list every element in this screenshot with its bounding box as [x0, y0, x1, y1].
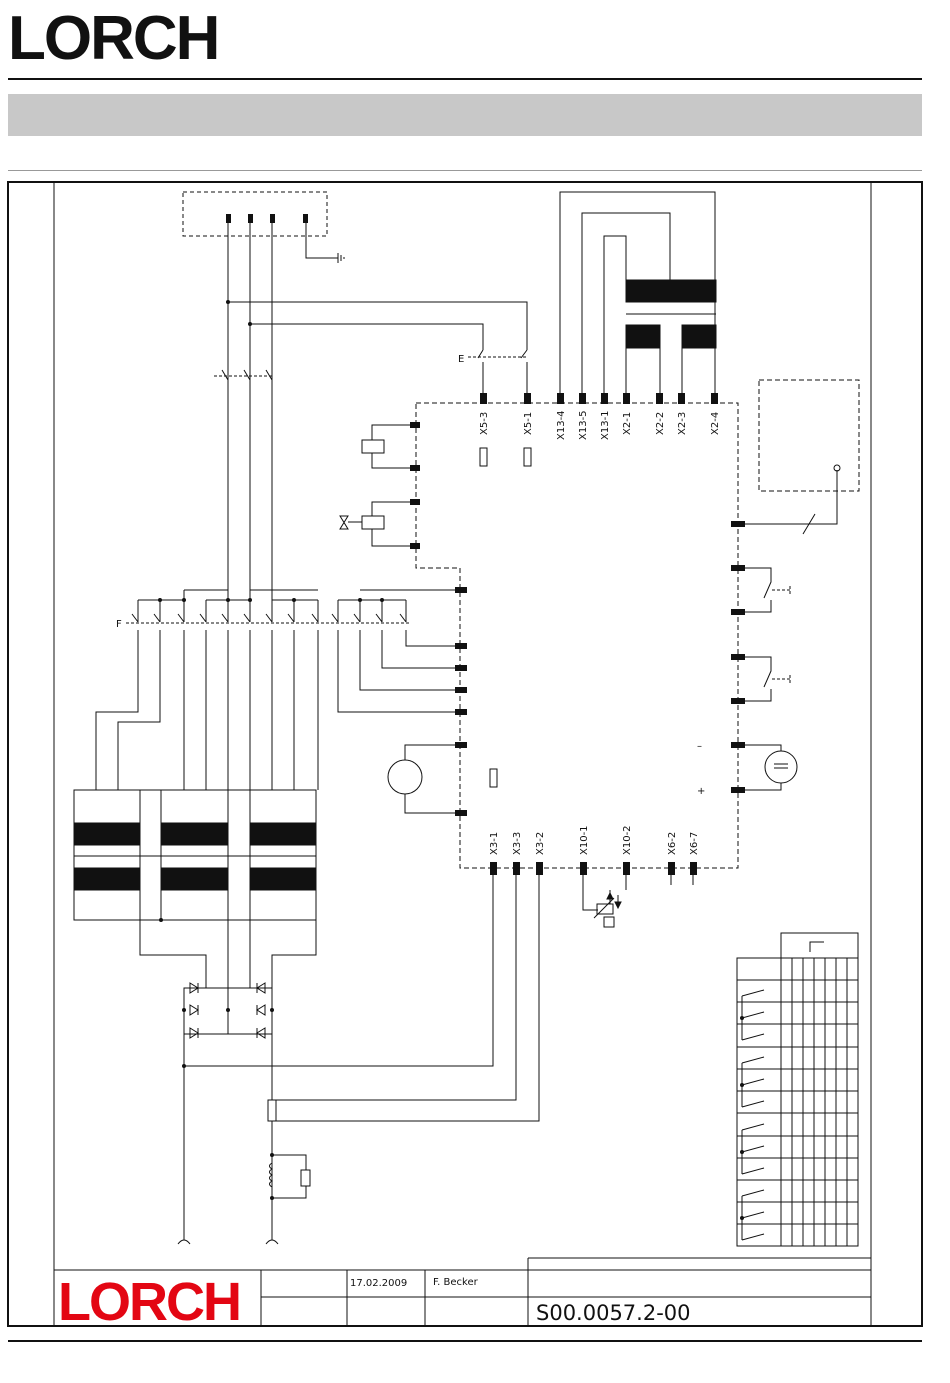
terminal-x10-1: X10-1	[579, 825, 590, 855]
board-fuse	[490, 769, 497, 787]
thermal-switch-2	[738, 657, 790, 701]
drawing-frame	[8, 182, 922, 1326]
ground-wire	[306, 223, 344, 263]
terminal-x2-4: X2-4	[710, 412, 721, 435]
terminal-x5-1: X5-1	[523, 412, 534, 435]
mains-plug-pins	[226, 214, 308, 223]
mains-branch-wires	[228, 302, 527, 350]
main-switch	[222, 370, 272, 590]
main-transformer	[74, 790, 316, 920]
choke	[270, 1155, 311, 1198]
contactor-contacts	[132, 614, 406, 622]
welding-socket-pos	[266, 1240, 278, 1244]
aux-transformer	[626, 280, 716, 348]
title-block-date: 17.02.2009	[350, 1278, 407, 1289]
terminal-x5-3: X5-3	[479, 412, 490, 435]
fuse-2	[524, 448, 531, 466]
terminal-x3-2: X3-2	[535, 832, 546, 855]
contactor-busbars	[138, 590, 406, 622]
footer-rule	[8, 1340, 922, 1342]
terminal-x13-5: X13-5	[578, 410, 589, 440]
switch-position-table	[737, 933, 858, 1246]
potentiometer	[594, 890, 621, 927]
shunt	[268, 1100, 276, 1121]
remote-wire	[738, 470, 837, 534]
control-board-outline	[416, 403, 738, 868]
title-block-logo: LORCH	[58, 1272, 240, 1332]
remote-control-box	[759, 380, 859, 491]
thermal-switch-1	[738, 568, 790, 612]
switch-e-label: E	[458, 354, 464, 365]
welding-socket-neg	[178, 1240, 190, 1244]
secondary-junction	[159, 918, 163, 922]
title-block-author: F. Becker	[433, 1277, 479, 1288]
minus-symbol: –	[697, 741, 702, 752]
gas-valve	[340, 499, 420, 549]
board-bottom-stubs	[493, 875, 693, 910]
relay-coil	[362, 422, 420, 471]
terminal-x2-1: X2-1	[622, 412, 633, 435]
terminal-x2-3: X2-3	[677, 412, 688, 435]
terminal-x2-2: X2-2	[655, 412, 666, 435]
contactor-output-wires	[96, 630, 460, 790]
plus-symbol: +	[697, 786, 705, 797]
dc-source	[738, 745, 797, 790]
fuse-1	[480, 448, 487, 466]
switch-f-label: F	[116, 619, 122, 630]
terminal-x6-7: X6-7	[689, 832, 700, 855]
fan-motor	[388, 745, 460, 813]
terminal-x6-2: X6-2	[667, 832, 678, 855]
terminal-x13-4: X13-4	[556, 410, 567, 440]
terminal-x3-1: X3-1	[489, 832, 500, 855]
terminal-x3-3: X3-3	[512, 832, 523, 855]
terminal-x10-2: X10-2	[622, 825, 633, 855]
title-block-doc-number: S00.0057.2-00	[536, 1301, 691, 1325]
junction-dots	[226, 300, 252, 326]
board-left-pins	[455, 587, 467, 816]
terminal-x13-1: X13-1	[600, 410, 611, 440]
top-terminal-pins	[480, 393, 718, 404]
feedback-wires	[184, 878, 539, 1121]
